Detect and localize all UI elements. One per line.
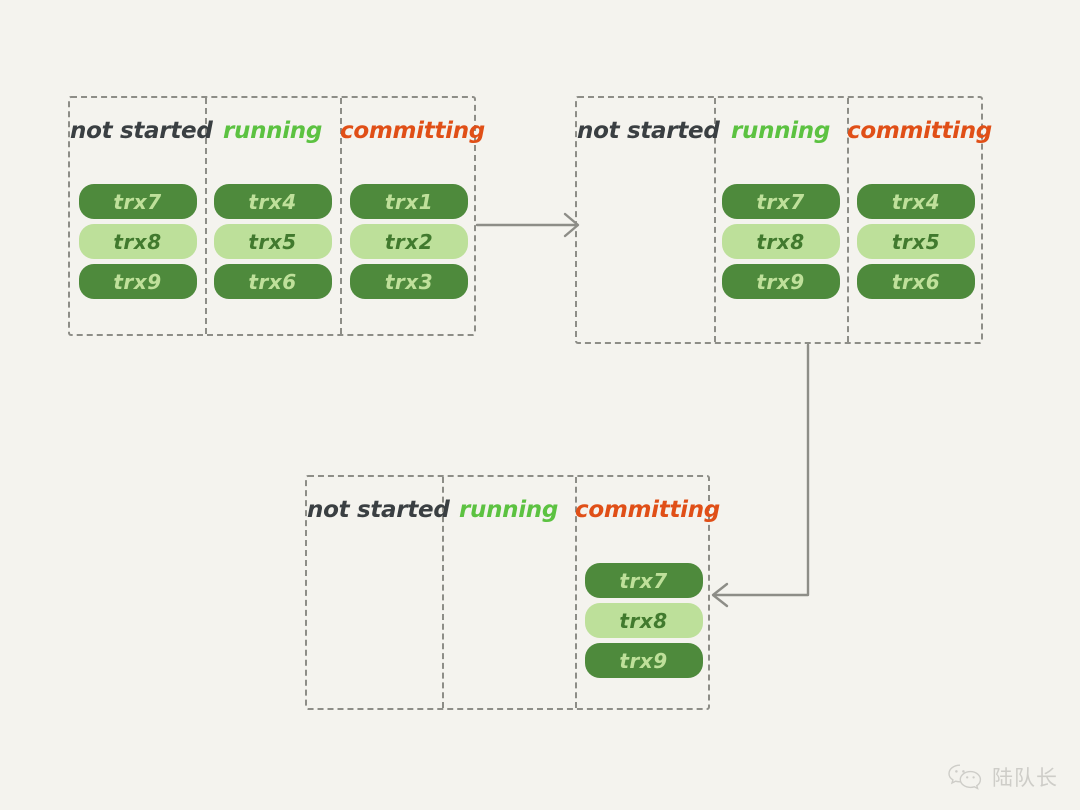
group-1-column-running: running trx4 trx5 trx6 xyxy=(205,98,340,334)
column-divider xyxy=(340,98,342,334)
column-divider xyxy=(442,477,444,708)
wechat-icon xyxy=(948,764,982,790)
transaction-pill[interactable]: trx2 xyxy=(350,224,468,259)
group-1-column-committing: committing trx1 trx2 trx3 xyxy=(340,98,485,334)
transaction-stack: trx4 trx5 trx6 xyxy=(857,184,975,304)
transaction-pill[interactable]: trx4 xyxy=(213,184,332,219)
state-group-3: not started running committing trx7 trx8… xyxy=(305,475,720,710)
transaction-stack: trx1 trx2 trx3 xyxy=(350,184,468,304)
transaction-stack: trx7 trx8 trx9 xyxy=(721,184,840,304)
state-group-2: not started running trx7 trx8 trx9 commi… xyxy=(575,96,992,344)
column-label-running: running xyxy=(730,118,831,144)
column-divider xyxy=(714,98,716,342)
group-2-column-not-started: not started xyxy=(577,98,720,342)
column-label-committing: committing xyxy=(847,118,992,144)
watermark: 陆队长 xyxy=(947,762,1058,792)
arrow-group2-to-group3 xyxy=(711,343,810,608)
transaction-stack: trx7 trx8 trx9 xyxy=(78,184,197,304)
column-label-not-started: not started xyxy=(70,118,213,144)
transaction-pill[interactable]: trx8 xyxy=(721,224,840,259)
transaction-pill[interactable]: trx1 xyxy=(350,184,468,219)
column-divider xyxy=(575,477,577,708)
column-label-running: running xyxy=(222,118,323,144)
transaction-pill[interactable]: trx8 xyxy=(584,603,703,638)
column-label-not-started: not started xyxy=(307,497,450,523)
transaction-pill[interactable]: trx7 xyxy=(78,184,197,219)
watermark-text: 陆队长 xyxy=(992,766,1058,790)
arrow-group1-to-group2 xyxy=(475,212,580,238)
transaction-pill[interactable]: trx4 xyxy=(857,184,975,219)
group-2-column-committing: committing trx4 trx5 trx6 xyxy=(847,98,992,342)
transaction-pill[interactable]: trx6 xyxy=(213,264,332,299)
transaction-pill[interactable]: trx8 xyxy=(78,224,197,259)
transaction-pill[interactable]: trx7 xyxy=(721,184,840,219)
group-1-column-not-started: not started trx7 trx8 trx9 xyxy=(70,98,213,334)
group-3-column-not-started: not started xyxy=(307,477,450,708)
column-label-committing: committing xyxy=(575,497,720,523)
column-divider xyxy=(205,98,207,334)
transaction-pill[interactable]: trx5 xyxy=(213,224,332,259)
transaction-pill[interactable]: trx9 xyxy=(78,264,197,299)
column-label-running: running xyxy=(458,497,559,523)
transaction-pill[interactable]: trx3 xyxy=(350,264,468,299)
state-group-1: not started trx7 trx8 trx9 running trx4 … xyxy=(68,96,485,336)
transaction-pill[interactable]: trx9 xyxy=(721,264,840,299)
column-label-committing: committing xyxy=(340,118,485,144)
group-3-column-committing: committing trx7 trx8 trx9 xyxy=(575,477,720,708)
column-label-not-started: not started xyxy=(577,118,720,144)
transaction-pill[interactable]: trx9 xyxy=(584,643,703,678)
transaction-stack: trx4 trx5 trx6 xyxy=(213,184,332,304)
group-2-column-running: running trx7 trx8 trx9 xyxy=(714,98,847,342)
transaction-stack: trx7 trx8 trx9 xyxy=(584,563,703,683)
column-divider xyxy=(847,98,849,342)
transaction-pill[interactable]: trx7 xyxy=(584,563,703,598)
transaction-pill[interactable]: trx6 xyxy=(857,264,975,299)
transaction-pill[interactable]: trx5 xyxy=(857,224,975,259)
group-3-column-running: running xyxy=(442,477,575,708)
